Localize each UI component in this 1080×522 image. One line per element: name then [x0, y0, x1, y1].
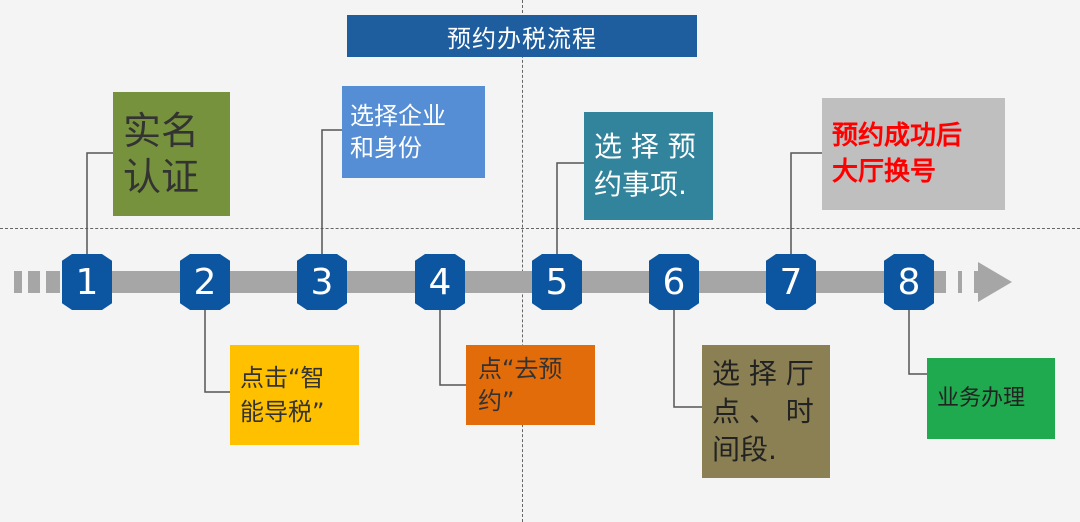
connector-4: [439, 310, 466, 386]
arrow-tail-dash: [28, 271, 40, 293]
step-label-5: 选 择 预 约事项.: [594, 130, 696, 201]
step-box-4: 点“去预 约”: [466, 345, 595, 425]
diagram-title: 预约办税流程: [347, 15, 697, 57]
vertical-guide-line: [522, 0, 523, 522]
step-label-3: 选择企业 和身份: [350, 102, 446, 162]
step-badge-4: 4: [415, 254, 465, 310]
connector-5: [556, 162, 584, 256]
step-box-7: 预约成功后 大厅换号: [822, 98, 1005, 210]
step-label-1: 实名 认证: [123, 109, 200, 199]
step-box-6: 选 择 厅 点 、 时 间段.: [702, 345, 830, 478]
step-box-3: 选择企业 和身份: [342, 86, 485, 178]
step-box-1: 实名 认证: [113, 92, 230, 216]
step-badge-1: 1: [62, 254, 112, 310]
step-label-4: 点“去预 约”: [478, 355, 563, 415]
connector-3: [321, 129, 342, 256]
step-label-7: 预约成功后 大厅换号: [832, 121, 963, 187]
timeline-arrow-head: [978, 262, 1012, 302]
step-badge-3: 3: [297, 254, 347, 310]
connector-7: [790, 152, 822, 256]
connector-6: [673, 310, 702, 408]
step-badge-7: 7: [766, 254, 816, 310]
connector-2: [204, 310, 230, 393]
step-badge-6: 6: [649, 254, 699, 310]
arrow-tail-dash: [46, 271, 60, 293]
arrow-gap: [962, 271, 974, 293]
connector-1: [86, 152, 113, 256]
step-box-5: 选 择 预 约事项.: [584, 112, 713, 220]
step-label-8: 业务办理: [937, 385, 1026, 411]
step-box-2: 点击“智 能导税”: [230, 345, 359, 445]
horizontal-guide-line: [0, 228, 1080, 229]
step-label-2: 点击“智 能导税”: [240, 364, 325, 426]
step-box-8: 业务办理: [927, 358, 1055, 439]
step-badge-8: 8: [884, 254, 934, 310]
step-badge-5: 5: [532, 254, 582, 310]
step-label-6: 选 择 厅 点 、 时 间段.: [712, 356, 814, 466]
arrow-gap: [946, 271, 958, 293]
arrow-tail-dash: [14, 271, 22, 293]
step-badge-2: 2: [180, 254, 230, 310]
connector-8: [908, 310, 927, 375]
timeline-arrow-body: [65, 271, 985, 293]
